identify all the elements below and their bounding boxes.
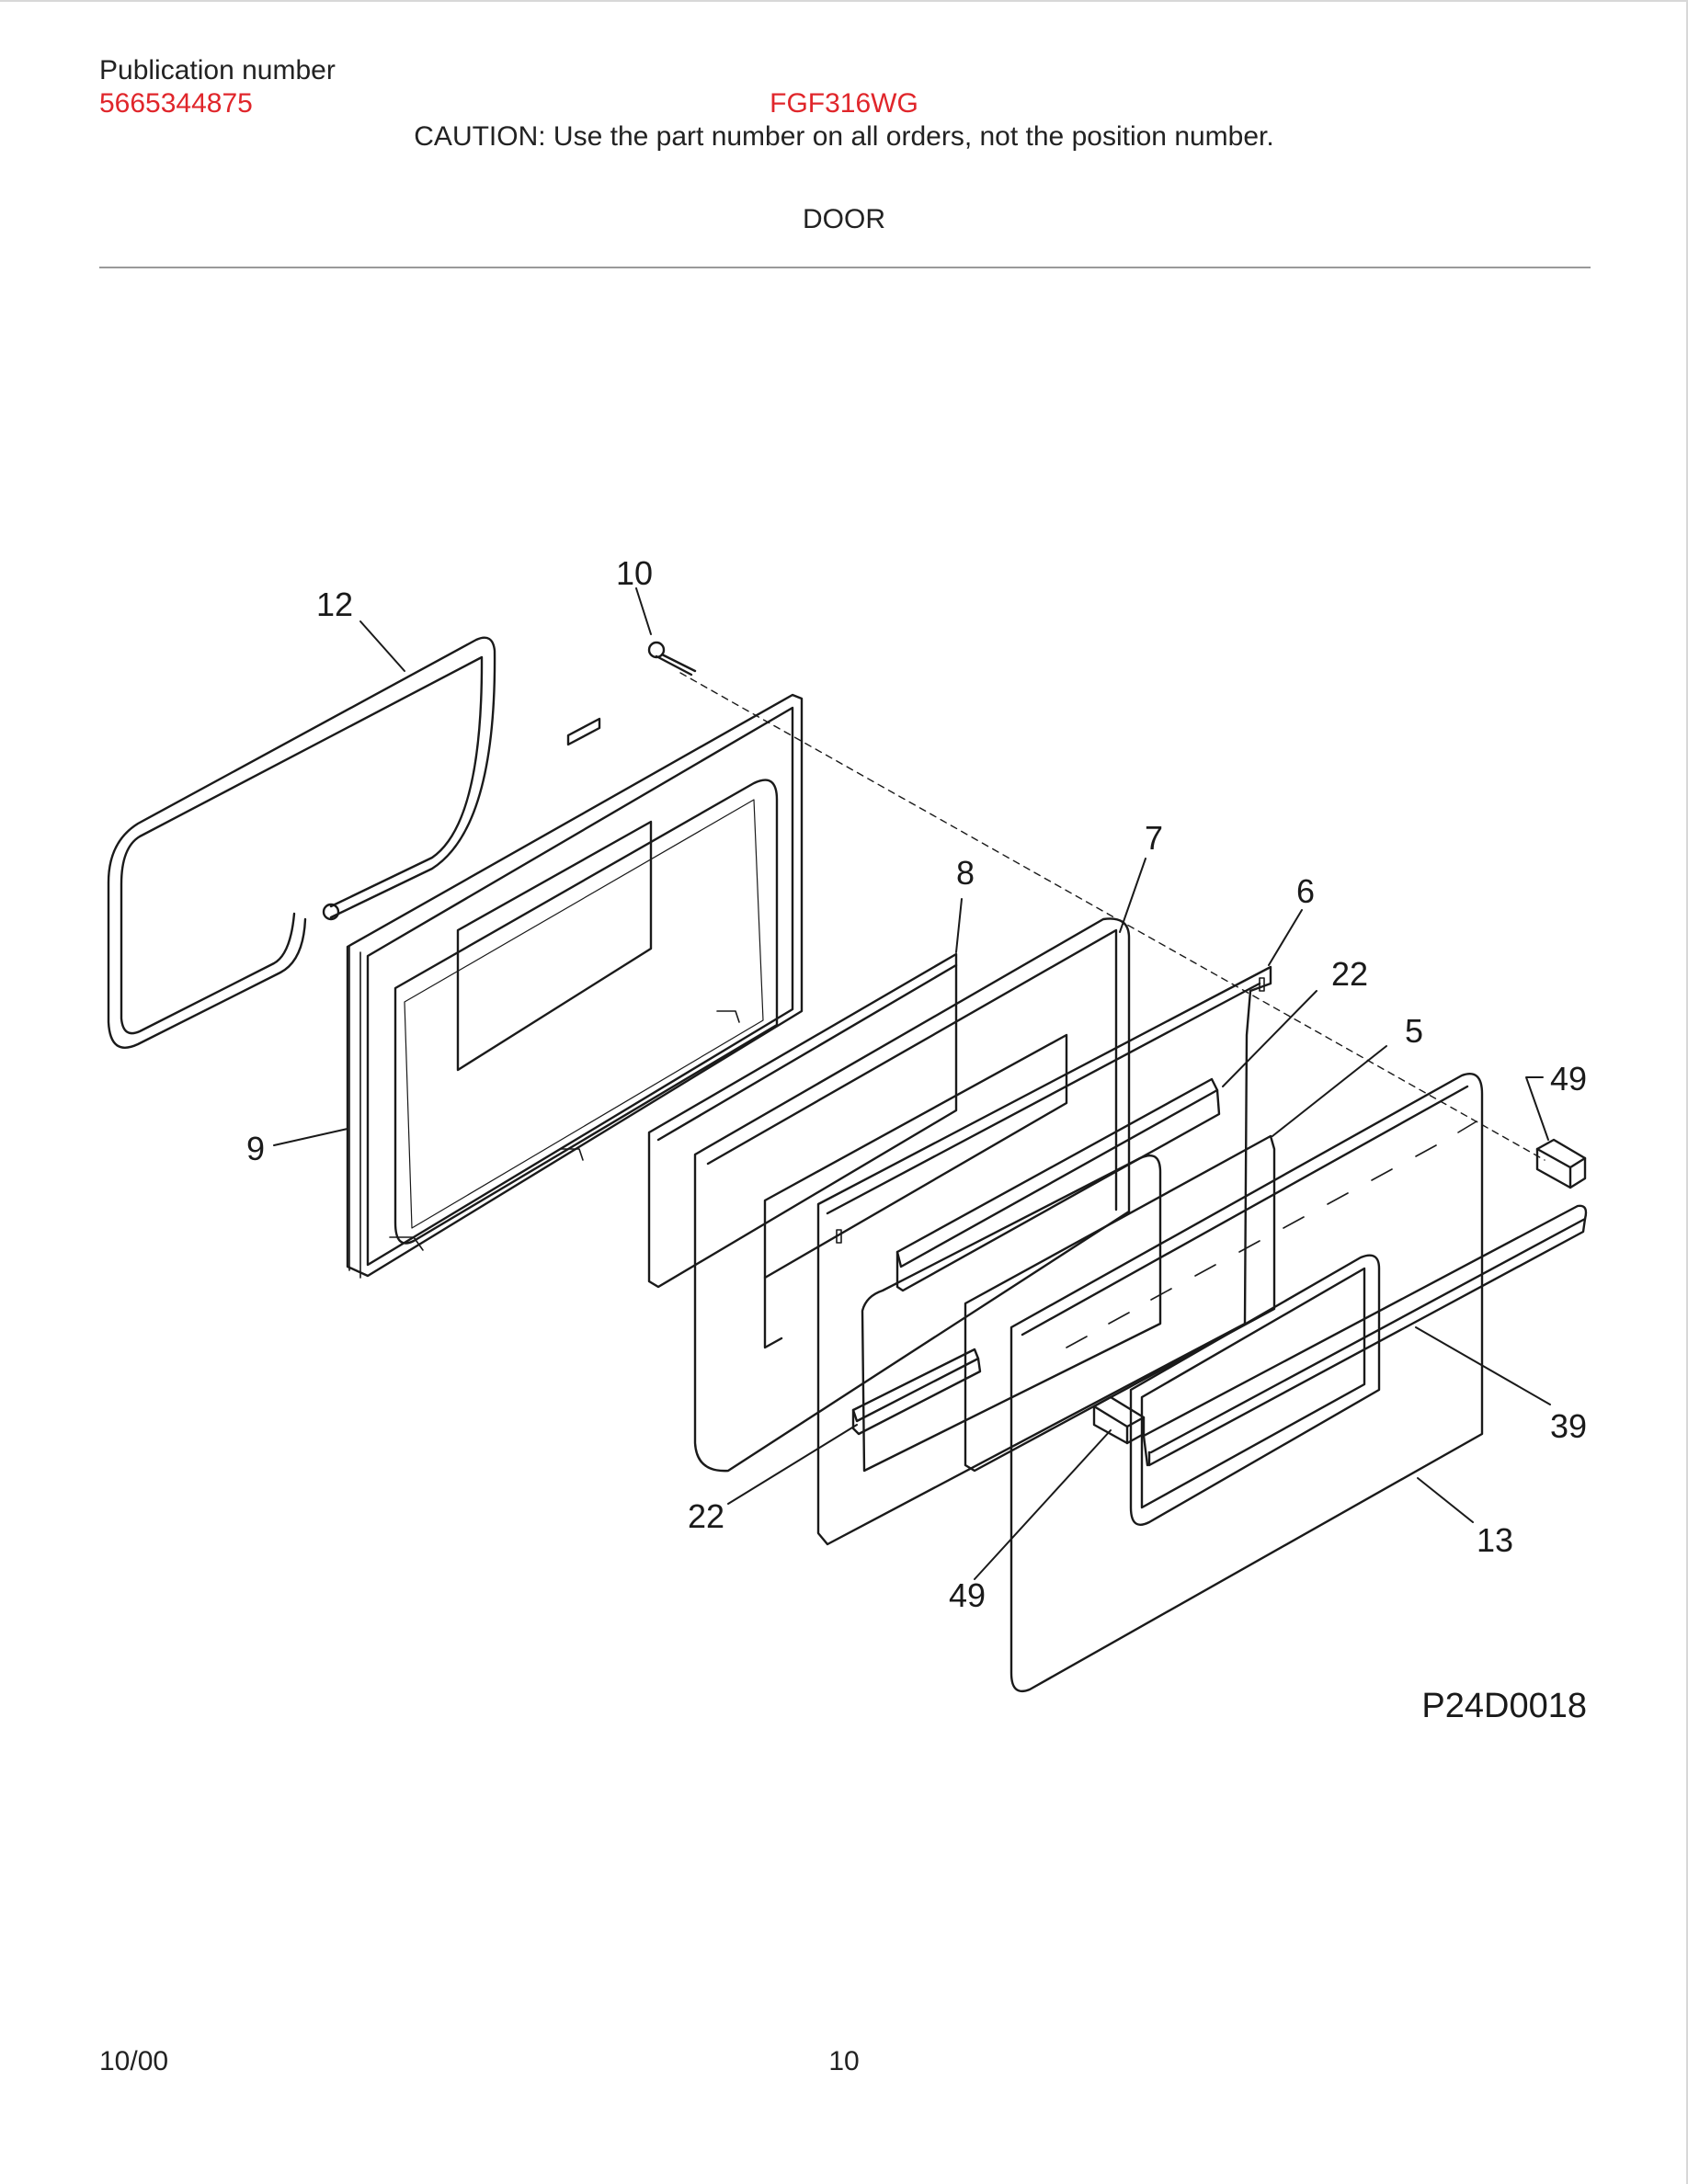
callout-10: 10 [616,554,653,592]
figure-id: P24D0018 [1421,1687,1587,1725]
callout-13: 13 [1477,1521,1513,1559]
door-exploded-diagram: 12 10 8 7 6 22 5 49 9 39 22 13 49 P24D00… [107,554,1588,1725]
part-12-gasket [107,636,496,1049]
callout-49-right: 49 [1550,1060,1587,1098]
part-49-endcap-right [1535,1138,1587,1189]
header-divider [99,267,1591,268]
part-49-endcap-left [1092,1395,1146,1445]
publication-label: Publication number [99,55,336,85]
callout-8: 8 [956,854,975,892]
callout-22-upper: 22 [1331,955,1368,993]
part-9-inner-liner [346,693,804,1279]
section-title: DOOR [803,204,885,234]
callout-22-lower: 22 [688,1497,724,1535]
callout-39: 39 [1550,1407,1587,1445]
leader-lines [273,587,1551,1580]
part-5-glass [964,1134,1276,1473]
footer-date: 10/00 [99,2046,169,2076]
part-10-screw [647,641,697,677]
page-number: 10 [828,2046,860,2076]
part-22-upper-retainer [895,1077,1221,1292]
vent-slots [1066,1120,1477,1348]
page-border-right [1686,0,1688,2184]
callout-49-left: 49 [949,1576,986,1614]
model-number: FGF316WG [770,88,918,119]
part-22-lower-retainer [851,1348,982,1436]
callout-9: 9 [246,1130,265,1167]
callout-7: 7 [1145,819,1163,857]
caution-note: CAUTION: Use the part number on all orde… [414,121,1274,152]
part-7-door-frame [693,917,1131,1473]
part-8-insulation [647,952,958,1289]
callout-12: 12 [316,586,353,623]
page-border [0,0,1688,2]
alignment-dashed-line [679,672,1545,1161]
callout-labels: 12 10 8 7 6 22 5 49 9 39 22 13 49 P24D00… [246,554,1587,1725]
callout-5: 5 [1405,1012,1423,1050]
part-13-outer-panel [1009,1073,1484,1693]
part-6-inner-panel [816,965,1272,1546]
part-39-handle [1142,1204,1588,1467]
callout-6: 6 [1296,872,1315,910]
publication-number: 5665344875 [99,88,253,119]
